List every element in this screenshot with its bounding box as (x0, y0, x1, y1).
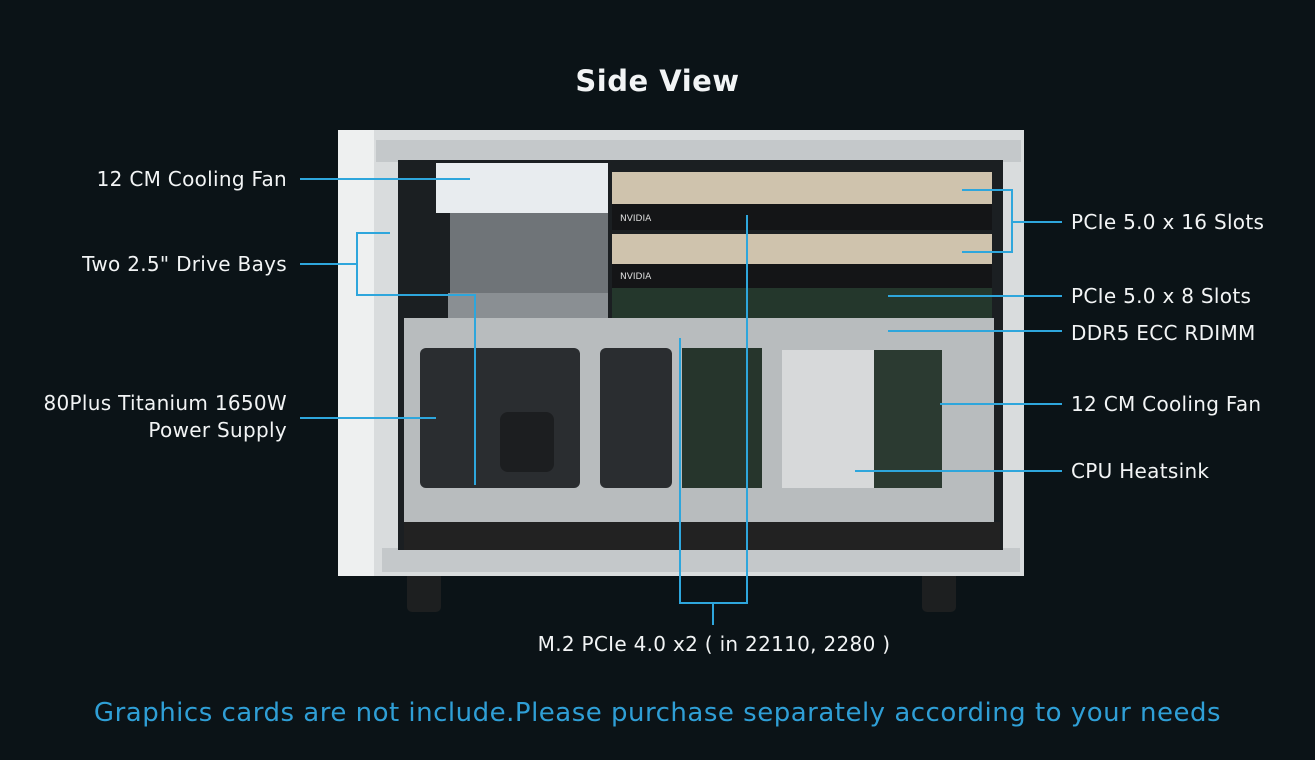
label-m2: M.2 PCIe 4.0 x2 ( in 22110, 2280 ) (537, 632, 891, 656)
gpu-2: NVIDIA (612, 234, 992, 288)
psu-grill (420, 348, 580, 488)
case-foot-right (922, 570, 956, 612)
cpu-heatsink (782, 350, 874, 488)
label-pcie8: PCIe 5.0 x 8 Slots (1071, 284, 1252, 308)
label-psu-line2: Power Supply (148, 418, 287, 442)
label-rear-fan: 12 CM Cooling Fan (1071, 392, 1262, 416)
gpu-logo: NVIDIA (620, 214, 652, 224)
label-psu-line1: 80Plus Titanium 1650W (43, 391, 287, 415)
purchase-note: Graphics cards are not include.Please pu… (93, 698, 1222, 728)
leader-lines (300, 178, 1062, 625)
label-drive-bays: Two 2.5" Drive Bays (82, 252, 287, 276)
label-ddr5: DDR5 ECC RDIMM (1071, 321, 1256, 345)
label-pcie16: PCIe 5.0 x 16 Slots (1071, 210, 1265, 234)
label-cpu-heatsink: CPU Heatsink (1071, 459, 1210, 483)
page-title: Side View (575, 64, 740, 98)
label-psu: 80Plus Titanium 1650W Power Supply (44, 390, 288, 444)
case-foot-left (407, 570, 441, 612)
label-top-fan: 12 CM Cooling Fan (96, 167, 287, 191)
gpu-1: NVIDIA (612, 172, 992, 230)
top-fan (436, 163, 608, 213)
gpu-logo: NVIDIA (620, 272, 652, 282)
motherboard (612, 288, 992, 318)
